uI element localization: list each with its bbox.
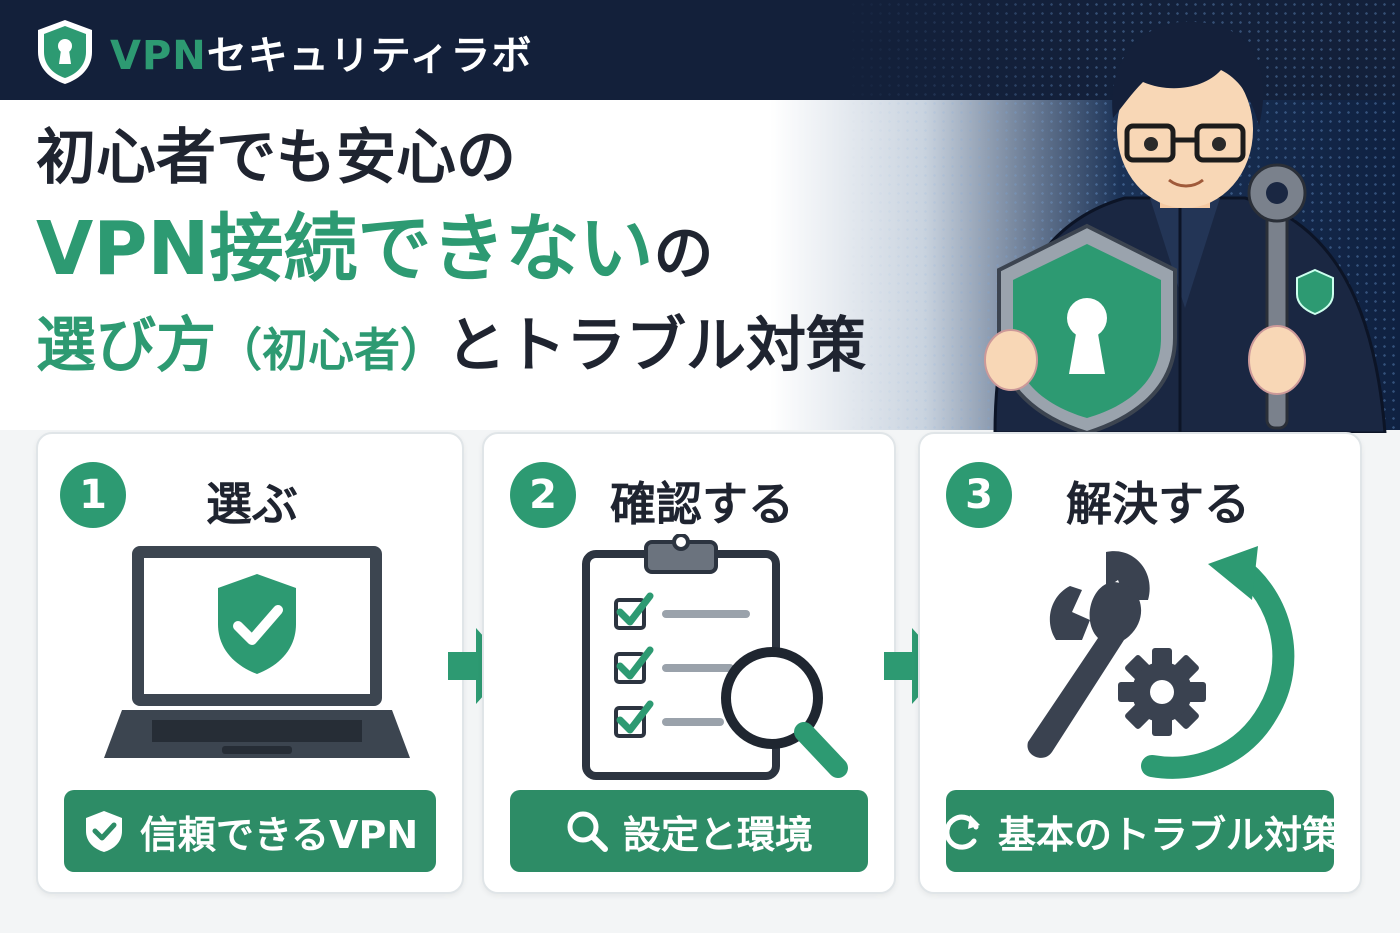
step-title-1: 選ぶ — [206, 477, 298, 531]
headline-line-2-main: VPN接続できない — [36, 206, 654, 292]
step-label-text-2: 設定と環境 — [622, 812, 813, 857]
wrench-icon — [1027, 551, 1150, 758]
arrow-right-icon — [884, 628, 946, 704]
gear-icon — [1118, 648, 1206, 736]
headline-line-3-paren: （初心者） — [216, 323, 446, 377]
headline-line-3-green: 選び方 — [36, 311, 216, 381]
clipboard-checklist-magnifier-icon — [582, 534, 848, 780]
search-icon — [567, 811, 608, 852]
laptop-shield-check-icon — [104, 546, 410, 758]
step-card-1: 1 選ぶ 信頼できるVPN — [36, 432, 464, 894]
shield-check-icon — [85, 811, 122, 852]
brand-prefix: VPN — [110, 33, 207, 79]
step-label-text-1: 信頼できるVPN — [139, 812, 419, 857]
step-number-1: 1 — [60, 462, 126, 528]
step-label-1: 信頼できるVPN — [64, 790, 436, 872]
headline-line-3: 選び方（初心者）とトラブル対策 — [36, 316, 866, 376]
shield-keyhole-icon — [38, 20, 92, 84]
headline-line-1: 初心者でも安心の — [36, 123, 516, 193]
step-number-2: 2 — [510, 462, 576, 528]
step-title-2: 確認する — [610, 477, 794, 531]
wrench-gear-cycle-icon — [1027, 546, 1295, 779]
step-number-3: 3 — [946, 462, 1012, 528]
step-card-2: 2 確認する 設定と環境 — [482, 432, 896, 894]
arrow-right-icon — [448, 628, 510, 704]
step-card-3: 3 解決する 基 — [918, 432, 1362, 894]
headline-line-2: VPN接続できないの — [36, 212, 866, 286]
headline-line-3-dark: とトラブル対策 — [446, 311, 866, 381]
brand-logo: VPNセキュリティラボ — [34, 18, 532, 86]
brand-name: VPNセキュリティラボ — [110, 23, 532, 81]
headline-line-2-suffix: の — [653, 219, 714, 289]
step-label-3: 基本のトラブル対策 — [944, 790, 1340, 872]
headline: 初心者でも安心の VPN接続できないの 選び方（初心者）とトラブル対策 — [36, 128, 866, 376]
character-illustration — [984, 21, 1387, 433]
step-label-2: 設定と環境 — [510, 790, 868, 872]
brand-suffix: セキュリティラボ — [206, 33, 533, 79]
refresh-icon — [944, 814, 980, 850]
step-label-text-3: 基本のトラブル対策 — [998, 812, 1341, 857]
step-title-3: 解決する — [1066, 477, 1250, 531]
